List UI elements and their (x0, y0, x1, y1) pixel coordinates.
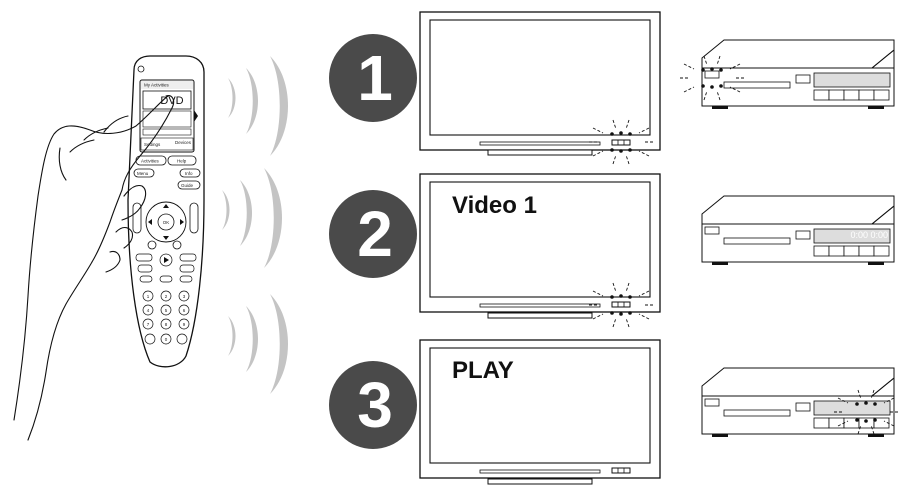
step-1: 1 (329, 34, 417, 122)
tv-ir-receiver (611, 301, 631, 308)
svg-text:4: 4 (147, 308, 150, 313)
key-8[interactable] (160, 318, 172, 330)
step-circle (329, 361, 417, 449)
tv-screen-text: Video 1 (452, 192, 537, 219)
number-keypad: 1 2 3 4 5 6 7 8 9 0 (142, 290, 190, 345)
volume-rocker[interactable] (132, 202, 142, 234)
record-button[interactable] (139, 275, 153, 283)
television-2: Video 1 (419, 173, 661, 328)
key-enter[interactable] (176, 333, 188, 345)
svg-text:Guide: Guide (181, 183, 194, 188)
pause-button[interactable] (179, 275, 193, 283)
tv-ir-receiver (611, 139, 631, 146)
key-2[interactable] (160, 290, 172, 302)
menu-button[interactable] (133, 168, 155, 178)
svg-text:1: 1 (147, 294, 150, 299)
key-4[interactable] (142, 304, 154, 316)
key-9[interactable] (178, 318, 190, 330)
rewind-button[interactable] (135, 253, 153, 262)
svg-text:7: 7 (147, 322, 150, 327)
fast-forward-button[interactable] (179, 253, 197, 262)
activity-dvd-button[interactable] (142, 90, 192, 110)
tv-screen (429, 19, 651, 136)
mute-button[interactable] (147, 240, 157, 250)
svg-text:OK: OK (163, 220, 170, 225)
svg-text:Activities: Activities (141, 159, 160, 164)
help-button[interactable] (167, 155, 197, 166)
power-icon[interactable] (137, 65, 145, 73)
channel-rocker[interactable] (189, 202, 199, 234)
signal-waves (222, 56, 288, 394)
step-2: 2 (329, 190, 417, 278)
svg-text:Help: Help (177, 159, 187, 164)
info-button[interactable] (179, 168, 201, 178)
svg-text:5: 5 (165, 308, 168, 313)
svg-text:2: 2 (165, 294, 168, 299)
key-dash[interactable] (144, 333, 156, 345)
svg-text:Menu: Menu (137, 171, 149, 176)
screen-title: My Activities (144, 83, 170, 88)
svg-text:6: 6 (183, 308, 186, 313)
svg-text:8: 8 (165, 322, 168, 327)
step-3: 3 (329, 361, 417, 449)
key-7[interactable] (142, 318, 154, 330)
guide-button[interactable] (177, 180, 201, 190)
remote-control: My Activities DVD Settings Devices Activ… (127, 55, 205, 368)
svg-text:3: 3 (183, 294, 186, 299)
step-circle (329, 34, 417, 122)
hand-illustration (13, 95, 175, 441)
devices-button[interactable]: Devices (175, 140, 192, 145)
television-1 (419, 11, 661, 165)
key-5[interactable] (160, 304, 172, 316)
dvd-player-3 (701, 367, 899, 438)
ok-button[interactable] (157, 213, 175, 231)
step-number: 2 (357, 198, 393, 270)
step-number: 1 (357, 42, 393, 114)
tv-screen (429, 181, 651, 298)
skip-back-button[interactable] (137, 264, 153, 273)
step-circle (329, 190, 417, 278)
skip-forward-button[interactable] (179, 264, 195, 273)
dvd-player-2: 0:00 0:00 (701, 195, 895, 266)
svg-text:9: 9 (183, 322, 186, 327)
key-1[interactable] (142, 290, 154, 302)
svg-text:Info: Info (185, 171, 193, 176)
stop-button[interactable] (159, 275, 173, 283)
key-3[interactable] (178, 290, 190, 302)
step-number: 3 (357, 369, 393, 441)
svg-text:0: 0 (165, 337, 168, 342)
key-0[interactable] (160, 333, 172, 345)
settings-button[interactable]: Settings (144, 142, 161, 147)
player-display: 0:00 0:00 (850, 230, 888, 240)
television-3: PLAY (419, 339, 661, 485)
tv-ir-receiver (611, 467, 631, 474)
prev-channel-button[interactable] (172, 240, 182, 250)
tv-screen-text: PLAY (452, 357, 514, 384)
key-6[interactable] (178, 304, 190, 316)
tv-screen (429, 347, 651, 464)
dvd-player-1 (679, 39, 895, 110)
